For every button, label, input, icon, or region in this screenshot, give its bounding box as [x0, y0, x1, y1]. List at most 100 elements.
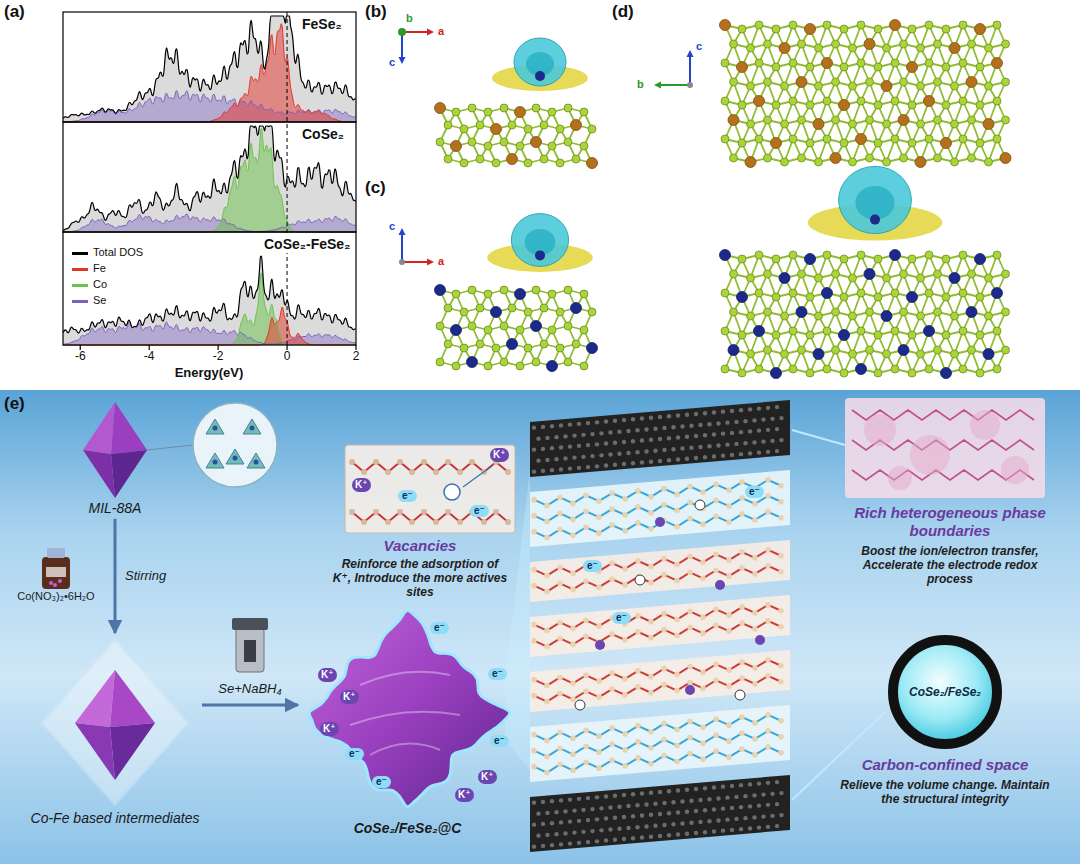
- carbon-atom: [730, 409, 734, 413]
- carbon-atom: [712, 829, 716, 833]
- carbon-atom: [586, 465, 590, 469]
- lattice-atom: [570, 587, 576, 593]
- lattice-atom: [609, 490, 615, 496]
- selenium-atom: [738, 255, 746, 263]
- lattice-atom: [544, 770, 550, 776]
- carbon-atom: [550, 468, 554, 472]
- dos-fill: [63, 126, 356, 232]
- lattice-atom: [765, 618, 771, 624]
- carbon-atom: [640, 416, 644, 420]
- selenium-atom: [540, 340, 548, 348]
- carbon-atom: [653, 427, 657, 431]
- selenium-atom: [951, 120, 959, 128]
- carbon-atom: [640, 438, 644, 442]
- carbon-atom: [694, 456, 698, 460]
- lattice-atom: [570, 681, 576, 687]
- red-slab: [530, 540, 790, 602]
- selenium-atom: [452, 362, 460, 370]
- selenium-atom: [891, 59, 899, 67]
- heterostructure: [654, 20, 1011, 379]
- carbon-atom: [604, 441, 608, 445]
- selenium-atom: [580, 326, 588, 334]
- lattice-atom: [674, 759, 680, 765]
- carbon-atom: [604, 838, 608, 842]
- carbon-atom: [779, 813, 783, 817]
- carbon-atom: [685, 457, 689, 461]
- lattice-atom: [778, 663, 784, 669]
- selenium-atom: [883, 274, 891, 282]
- selenium-atom: [874, 139, 882, 147]
- selenium-atom: [985, 274, 993, 282]
- graphene-slab: [530, 400, 790, 477]
- selenium-atom: [840, 255, 848, 263]
- lattice-atom: [622, 528, 628, 534]
- lattice-atom: [583, 743, 589, 749]
- selenium-atom: [764, 308, 772, 316]
- selenium-atom: [942, 101, 950, 109]
- axis-letter: b: [406, 12, 413, 25]
- metal-atom: [531, 137, 542, 148]
- carbon-atom: [586, 840, 590, 844]
- selenium-atom: [572, 340, 580, 348]
- carbon-atom: [658, 790, 662, 794]
- carbon-atom: [775, 449, 779, 453]
- carbon-atom: [631, 814, 635, 818]
- carbon-atom: [667, 811, 671, 815]
- lattice-atom: [570, 736, 576, 742]
- callout-line: [792, 712, 885, 800]
- lattice-atom: [661, 737, 667, 743]
- carbon-atom: [590, 432, 594, 436]
- lattice-atom: [700, 631, 706, 637]
- axis-arrowhead: [399, 57, 406, 64]
- selenium-atom: [874, 25, 882, 33]
- carbon-atom: [559, 842, 563, 846]
- panel-tag: (c): [365, 178, 386, 198]
- selenium-atom: [976, 331, 984, 339]
- metal-atom: [890, 250, 901, 261]
- lattice-atom: [739, 746, 745, 752]
- carbon-atom: [644, 427, 648, 431]
- lattice-atom: [596, 749, 602, 755]
- carbon-atom: [536, 811, 540, 815]
- charge-depletion: [839, 166, 912, 233]
- axis-origin: [399, 259, 405, 265]
- carbon-atom: [613, 419, 617, 423]
- carbon-atom: [586, 443, 590, 447]
- carbon-atom: [712, 785, 716, 789]
- carbon-atom: [568, 422, 572, 426]
- axis-arrowhead: [654, 82, 661, 89]
- carbon-atom: [590, 807, 594, 811]
- selenium-atom: [452, 290, 460, 298]
- selenium-atom: [772, 25, 780, 33]
- red-layer: [530, 595, 790, 657]
- carbon-atom: [545, 833, 549, 837]
- lattice-atom: [373, 459, 379, 465]
- selenium-atom: [524, 125, 532, 133]
- red-slab: [530, 595, 790, 657]
- carbon-atom: [545, 436, 549, 440]
- legend-text: Fe: [93, 262, 106, 274]
- octahedron-face: [110, 723, 155, 780]
- selenium-atom: [476, 304, 484, 312]
- carbon-atom: [667, 458, 671, 462]
- lattice-atom: [609, 576, 615, 582]
- feature-note: Reinforce the adsorption of K⁺, Introduc…: [332, 557, 508, 599]
- node-label: CoSe₂/FeSe₂: [909, 685, 981, 699]
- carbon-atom: [712, 454, 716, 458]
- carbon-atom: [725, 795, 729, 799]
- selenium-atom: [823, 21, 831, 29]
- carbon-atom: [748, 826, 752, 830]
- plot-frame: [63, 232, 356, 345]
- node-shape: [885, 632, 1005, 752]
- lattice-atom: [674, 492, 680, 498]
- carbon-atom: [572, 433, 576, 437]
- selenium-atom: [857, 21, 865, 29]
- shell-outline: [42, 640, 188, 805]
- lattice-atom: [622, 566, 628, 572]
- lattice-atom: [765, 563, 771, 569]
- lattice-atom: [445, 509, 451, 515]
- selenium-atom: [789, 135, 797, 143]
- selenium-atom: [976, 101, 984, 109]
- selenium-atom: [580, 108, 588, 116]
